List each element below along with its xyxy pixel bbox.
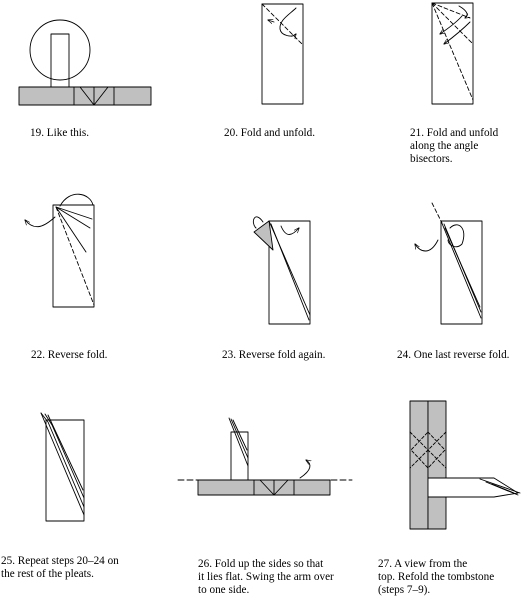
step-19-figure (18, 19, 152, 106)
step-25-caption: 25. Repeat steps 20–24 on the rest of th… (1, 555, 119, 580)
pleat-edge (47, 414, 84, 491)
bisector-crease (431, 2, 471, 19)
step-24-caption: 24. One last reverse fold. (397, 349, 510, 361)
paper-strip (431, 2, 474, 105)
arm-pleat (491, 483, 515, 494)
fold-edge (270, 223, 310, 321)
step-20-caption: 20. Fold and unfold. (224, 127, 316, 139)
arm-pleat (479, 478, 521, 494)
swing-arrow (415, 239, 439, 252)
reverse-fold-line (55, 206, 93, 220)
shaded-flap (253, 220, 274, 251)
fold-arrow (444, 21, 471, 44)
swing-arrow (25, 216, 56, 228)
reverse-arrow (59, 193, 94, 207)
step-27-figure (409, 400, 521, 530)
pleat-edge (40, 412, 85, 508)
reverse-arc (447, 224, 465, 248)
step-23-figure (252, 216, 311, 325)
pleat-edge (40, 412, 85, 516)
reverse-fold-line (55, 206, 87, 253)
swing-arrow (252, 216, 264, 229)
step-23-caption: 23. Reverse fold again. (222, 349, 326, 361)
step-26-caption: 26. Fold up the sides so that it lies fl… (198, 558, 334, 596)
step-20-figure (261, 3, 304, 105)
step-25-figure (40, 412, 85, 522)
paper-strip (261, 3, 304, 105)
pleat-edge (232, 419, 248, 451)
fold-arrow-tail (268, 20, 275, 22)
base-strip (197, 479, 331, 496)
step-26-figure (177, 417, 353, 496)
arm (427, 477, 519, 498)
pleat-edge (228, 417, 249, 467)
step-21-caption: 21. Fold and unfold along the angle bise… (410, 127, 499, 165)
base-strip (18, 86, 152, 106)
reverse-fold-line (55, 206, 91, 229)
paper-strip (52, 204, 95, 308)
step-21-figure (431, 2, 474, 105)
fold-arrow (279, 7, 296, 36)
fold-arrow (280, 225, 299, 235)
crease-diamond (410, 431, 446, 469)
upright-flap (50, 33, 70, 88)
swing-arrow (299, 460, 310, 479)
fold-arrow (440, 15, 463, 34)
highlight-circle (29, 19, 91, 81)
diagonal-crease (55, 206, 95, 306)
extension-crease (431, 202, 443, 224)
step-27-caption: 27. A view from the top. Refold the tomb… (378, 558, 495, 596)
fold-arrow (458, 5, 467, 18)
step-22-caption: 22. Reverse fold. (31, 349, 108, 361)
pleat-edge (44, 413, 85, 499)
bisector-crease (431, 2, 474, 45)
paper-strip (268, 220, 311, 325)
crease-diagonal (409, 431, 447, 469)
bisector-crease (431, 2, 474, 101)
step-24-figure (415, 202, 483, 325)
fold-edge (444, 227, 481, 308)
step-19-caption: 19. Like this. (30, 127, 90, 139)
step-22-figure (25, 193, 95, 308)
pleat-edge (230, 418, 249, 459)
fold-edge (440, 220, 482, 319)
